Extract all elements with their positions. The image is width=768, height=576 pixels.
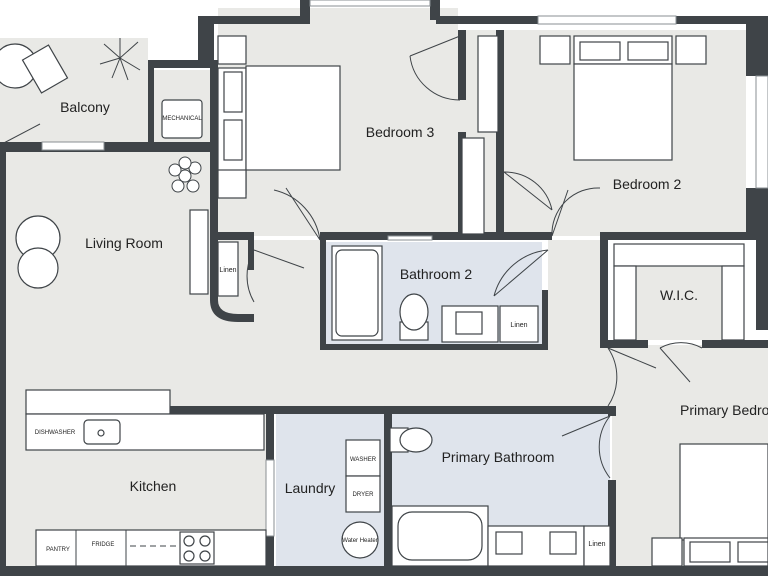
door-swings — [0, 35, 703, 479]
kitchen-fixtures — [25, 389, 267, 567]
room-label-mechanical: MECHANICAL — [162, 116, 202, 122]
room-label-wic: W.I.C. — [660, 287, 698, 303]
plant-icon — [99, 38, 141, 81]
room-label-primary-bedroom: Primary Bedro — [680, 402, 768, 418]
primary-bedroom-furniture — [651, 443, 768, 567]
fixture-label-linen-primary-bath: Linen — [588, 541, 605, 548]
linen-closet — [217, 241, 239, 297]
fixture-label-linen-hall: Linen — [219, 267, 236, 274]
room-label-laundry: Laundry — [285, 480, 336, 496]
windows — [41, 0, 768, 537]
fixture-label-washer: WASHER — [350, 457, 377, 463]
room-label-living-room: Living Room — [85, 235, 163, 251]
fixture-label-dryer: DRYER — [353, 492, 375, 498]
room-label-bedroom3: Bedroom 3 — [366, 124, 435, 140]
room-label-primary-bathroom: Primary Bathroom — [442, 449, 555, 465]
fixture-label-linen-bath2: Linen — [510, 322, 527, 329]
room-label-bedroom2: Bedroom 2 — [613, 176, 682, 192]
laundry-fixtures — [341, 439, 381, 559]
room-label-bathroom2: Bathroom 2 — [400, 266, 473, 282]
fixture-label-fridge: FRIDGE — [92, 542, 115, 548]
plant-icon — [168, 156, 202, 193]
room-label-balcony: Balcony — [60, 99, 110, 115]
wic-shelves — [613, 243, 745, 341]
bathroom2-fixtures — [331, 245, 539, 343]
living-furniture — [15, 156, 209, 295]
fixture-label-water-heater: Water Heater — [342, 538, 377, 544]
fixture-labels: Linen Linen Linen DISHWASHER WASHER DRYE… — [35, 267, 606, 553]
balcony-furniture — [0, 38, 141, 94]
primary-bath-fixtures — [389, 427, 611, 567]
bedroom3-furniture — [217, 35, 499, 199]
room-labels: Balcony MECHANICAL Bedroom 3 Bedroom 2 L… — [60, 99, 768, 496]
bedroom2-furniture — [461, 35, 707, 235]
mechanical-unit — [161, 99, 203, 139]
room-label-kitchen: Kitchen — [130, 478, 177, 494]
fixture-label-pantry: PANTRY — [46, 547, 70, 553]
fixture-label-dishwasher: DISHWASHER — [35, 430, 76, 436]
